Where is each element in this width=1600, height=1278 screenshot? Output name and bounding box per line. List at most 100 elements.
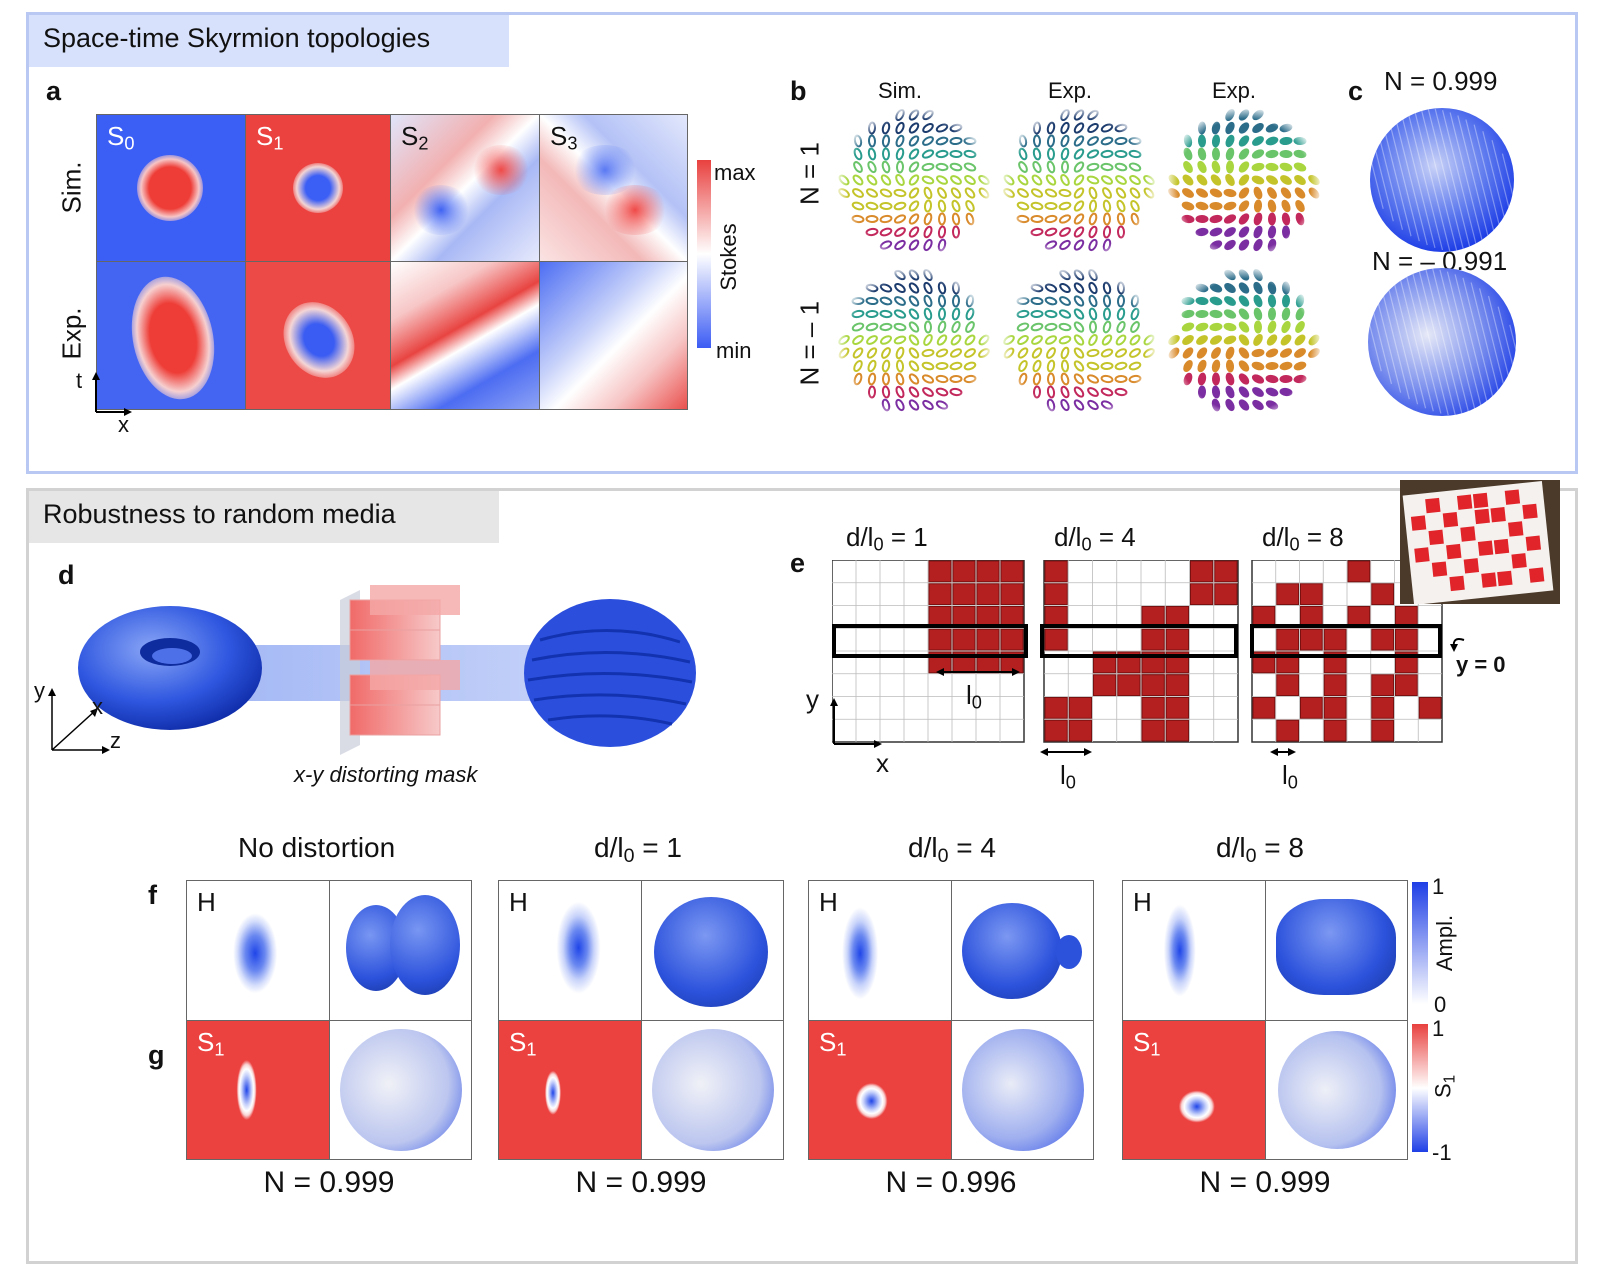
mask-cell xyxy=(1068,719,1092,742)
s1-bar-title: S1 xyxy=(1430,1074,1459,1099)
mask-cell xyxy=(1165,697,1189,719)
sphere-stripe xyxy=(1454,274,1490,410)
mask-cell xyxy=(976,628,1000,651)
mask-cell xyxy=(928,628,952,651)
photo-cell xyxy=(1477,540,1494,556)
disc-fade xyxy=(1001,107,1157,263)
d-axis-y: y xyxy=(34,678,45,703)
t-x-axes xyxy=(92,372,132,416)
photo-cell xyxy=(1460,526,1476,542)
sphere-stripe xyxy=(1372,138,1394,222)
photo-cell xyxy=(1414,547,1430,563)
sphere-stripe xyxy=(1479,288,1507,396)
c-value-top: N = 0.999 xyxy=(1384,66,1498,96)
fg-title-2: d/l0 = 4 xyxy=(908,832,996,867)
mask-cell xyxy=(1044,628,1068,651)
surface-3d-2 xyxy=(951,880,1094,1021)
mask-cell xyxy=(928,583,952,605)
colorbar-title: Stokes xyxy=(716,223,741,291)
mask-cell xyxy=(976,583,1000,605)
sphere-stripe xyxy=(1441,110,1479,250)
photo-cell xyxy=(1446,543,1462,560)
mask-cell xyxy=(1395,628,1418,651)
panel-f-label: f xyxy=(148,880,157,910)
fg-title-0: No distortion xyxy=(238,832,396,863)
mask-cell xyxy=(1214,583,1238,605)
stokes-grid: S0 S1 S2 S3 xyxy=(96,114,688,410)
panel-d-label: d xyxy=(58,560,75,590)
sphere-stripe xyxy=(1404,270,1442,414)
top-section-frame xyxy=(26,12,1578,474)
sphere-stripe xyxy=(1380,284,1410,400)
mask-cell xyxy=(1371,719,1394,742)
mask-cell xyxy=(1300,628,1323,651)
sphere-stripe xyxy=(1394,114,1428,246)
n-value-1: N = 0.999 xyxy=(575,1166,707,1199)
photo-cell xyxy=(1522,503,1538,520)
colorbar-min: min xyxy=(716,338,752,363)
y0-row-box-1 xyxy=(832,624,1028,658)
photo-cell xyxy=(1490,507,1506,523)
sphere-stripe xyxy=(1434,108,1472,252)
sphere-stripe xyxy=(1376,130,1404,230)
row-label-sim: Sim. xyxy=(56,161,87,214)
skyrmion-vector-textures xyxy=(836,107,1322,423)
fg-group-3: H S1 xyxy=(1122,880,1408,1160)
b-col-exp1: Exp. xyxy=(1048,78,1093,103)
disc-fade xyxy=(836,107,992,263)
poincare-sphere-0 xyxy=(329,1020,472,1160)
top-section-title: Space-time Skyrmion topologies xyxy=(29,15,509,67)
disc-fade xyxy=(1166,107,1322,263)
h-amplitude-0: H xyxy=(186,880,330,1021)
h-amplitude-3: H xyxy=(1122,880,1266,1021)
s1-colorbar xyxy=(1412,1024,1428,1152)
photo-cell xyxy=(1431,561,1448,577)
sphere-stripe xyxy=(1406,109,1444,251)
sphere-stripe xyxy=(1388,118,1420,242)
y0-label: y = 0 xyxy=(1456,652,1506,677)
sphere-stripe xyxy=(1482,131,1508,229)
sim-s2-cell: S2 xyxy=(390,114,540,262)
photo-cell xyxy=(1463,558,1480,574)
photo-cell xyxy=(1456,494,1473,510)
mask-cell xyxy=(1068,697,1092,719)
poincare-sphere-1 xyxy=(641,1020,784,1160)
sphere-stripe xyxy=(1473,124,1503,236)
sphere-stripe xyxy=(1366,312,1382,372)
d-axis-x: x xyxy=(92,694,103,719)
photo-cell xyxy=(1493,538,1510,555)
mask-cell xyxy=(1044,583,1068,605)
mask-cell xyxy=(952,583,976,605)
n-value-3: N = 0.999 xyxy=(1199,1166,1331,1199)
mask-cell xyxy=(1371,674,1394,696)
l0-label-8: l0 xyxy=(1282,760,1298,793)
mask-cell xyxy=(1000,628,1024,651)
fg-title-3: d/l0 = 8 xyxy=(1216,832,1304,867)
mask-cell xyxy=(928,560,952,583)
sphere-stripe xyxy=(1470,282,1502,402)
e-title-1: d/l0 = 1 xyxy=(846,522,928,555)
poincare-sphere-3 xyxy=(1265,1020,1408,1160)
sphere-stripe xyxy=(1411,268,1449,416)
sphere-stripe xyxy=(1509,324,1519,360)
mask-cell xyxy=(1214,560,1238,583)
fg-title-1: d/l0 = 1 xyxy=(594,832,682,867)
mask-cell xyxy=(1165,628,1189,651)
disc-fade xyxy=(836,267,992,423)
e-axis-y: y xyxy=(806,684,819,714)
n-value-0: N = 0.999 xyxy=(263,1166,395,1199)
sphere-stripe xyxy=(1369,299,1393,385)
mask-cell xyxy=(1165,719,1189,742)
photo-cell xyxy=(1442,512,1459,528)
ampl-max: 1 xyxy=(1432,874,1445,899)
poincare-sphere-2 xyxy=(951,1020,1094,1160)
mask-photo xyxy=(1400,480,1560,604)
mask-cell xyxy=(1141,697,1165,719)
b-col-sim: Sim. xyxy=(878,78,922,103)
mask-cell xyxy=(1141,628,1165,651)
y0-row-box-4 xyxy=(1040,624,1238,658)
photo-cell xyxy=(1481,572,1497,588)
mask-cell xyxy=(1323,719,1347,742)
sphere-stripe xyxy=(1413,108,1451,252)
sphere-stripe xyxy=(1391,275,1427,409)
